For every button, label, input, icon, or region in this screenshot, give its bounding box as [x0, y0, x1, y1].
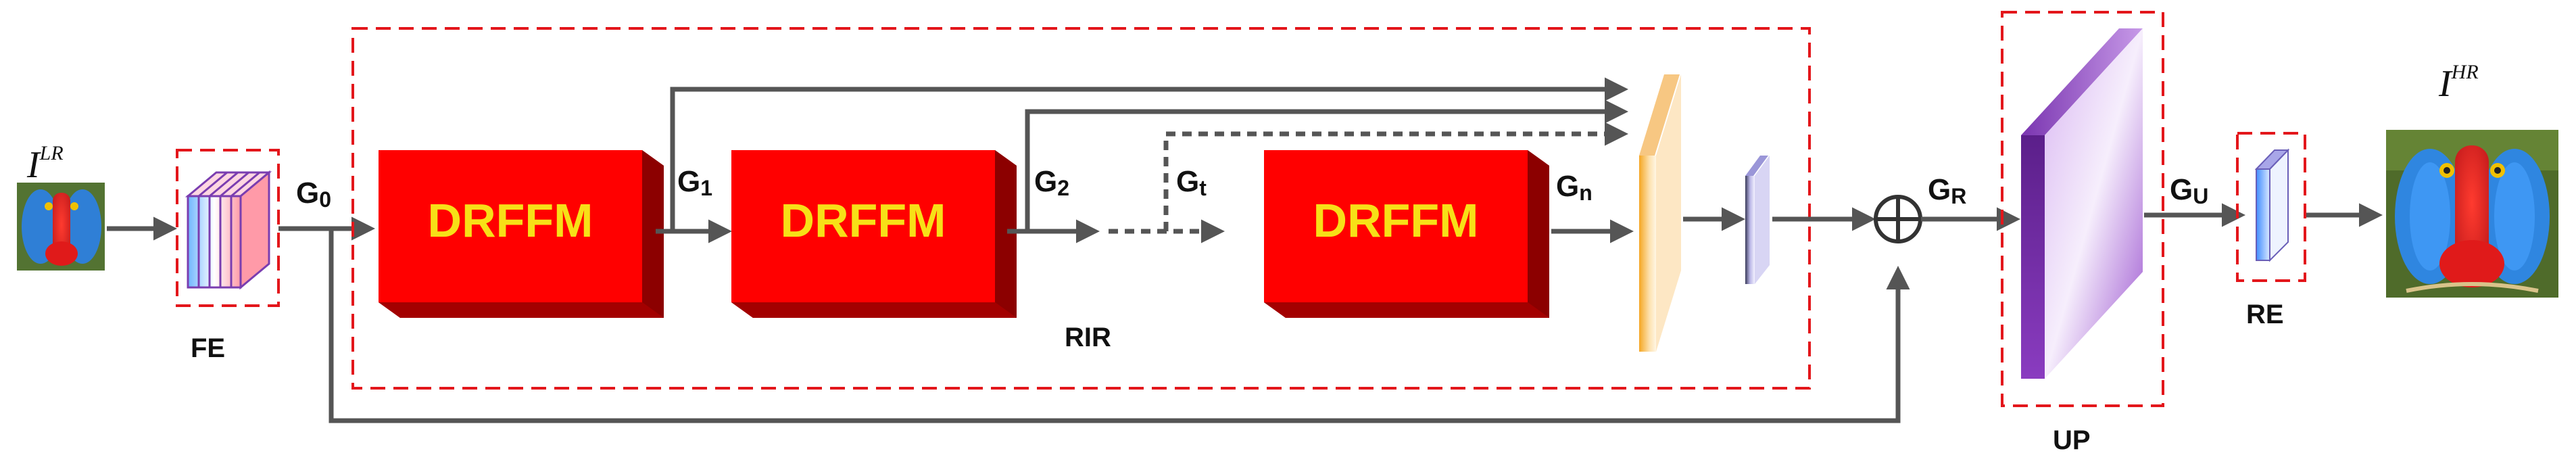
sum-node-icon	[1874, 195, 1922, 243]
up-label: UP	[2053, 425, 2091, 455]
signal-gr: GR	[1928, 173, 1966, 208]
fusion-layer-icon	[1639, 74, 1681, 352]
drffm-block-1	[379, 150, 664, 318]
drffm-label-2: DRFFM	[781, 194, 946, 247]
drffm-label-1: DRFFM	[428, 194, 593, 247]
signal-gn: Gn	[1556, 170, 1593, 205]
arrow-g2-to-concat	[1025, 99, 1628, 231]
arrow-gt-to-concat	[1163, 122, 1628, 231]
arrow-global-skip	[329, 229, 1910, 423]
up-box	[2001, 11, 2164, 407]
re-label: RE	[2246, 300, 2284, 329]
rir-box	[351, 27, 1811, 390]
arrow-g1-to-concat	[656, 77, 1628, 234]
rir-label: RIR	[1065, 323, 1111, 352]
drffm-block-2	[731, 150, 1017, 318]
up-icon	[2021, 28, 2143, 379]
signal-g0: G0	[296, 177, 331, 212]
input-label: ILR	[26, 142, 64, 186]
output-label: IHR	[2438, 61, 2479, 105]
input-lr-image	[17, 183, 105, 271]
re-icon	[2254, 148, 2290, 262]
conv-layer-icon	[1745, 156, 1770, 284]
re-box	[2236, 132, 2306, 282]
signal-g1: G1	[677, 165, 712, 200]
signal-g2: G2	[1034, 165, 1069, 200]
signal-gu: GU	[2170, 173, 2208, 208]
fe-box	[176, 149, 280, 307]
signal-gt: Gt	[1176, 165, 1207, 200]
output-hr-image	[2386, 130, 2558, 298]
drffm-block-n	[1264, 150, 1549, 318]
drffm-label-n: DRFFM	[1313, 194, 1479, 247]
fe-icon	[185, 170, 272, 290]
fe-label: FE	[191, 333, 225, 363]
